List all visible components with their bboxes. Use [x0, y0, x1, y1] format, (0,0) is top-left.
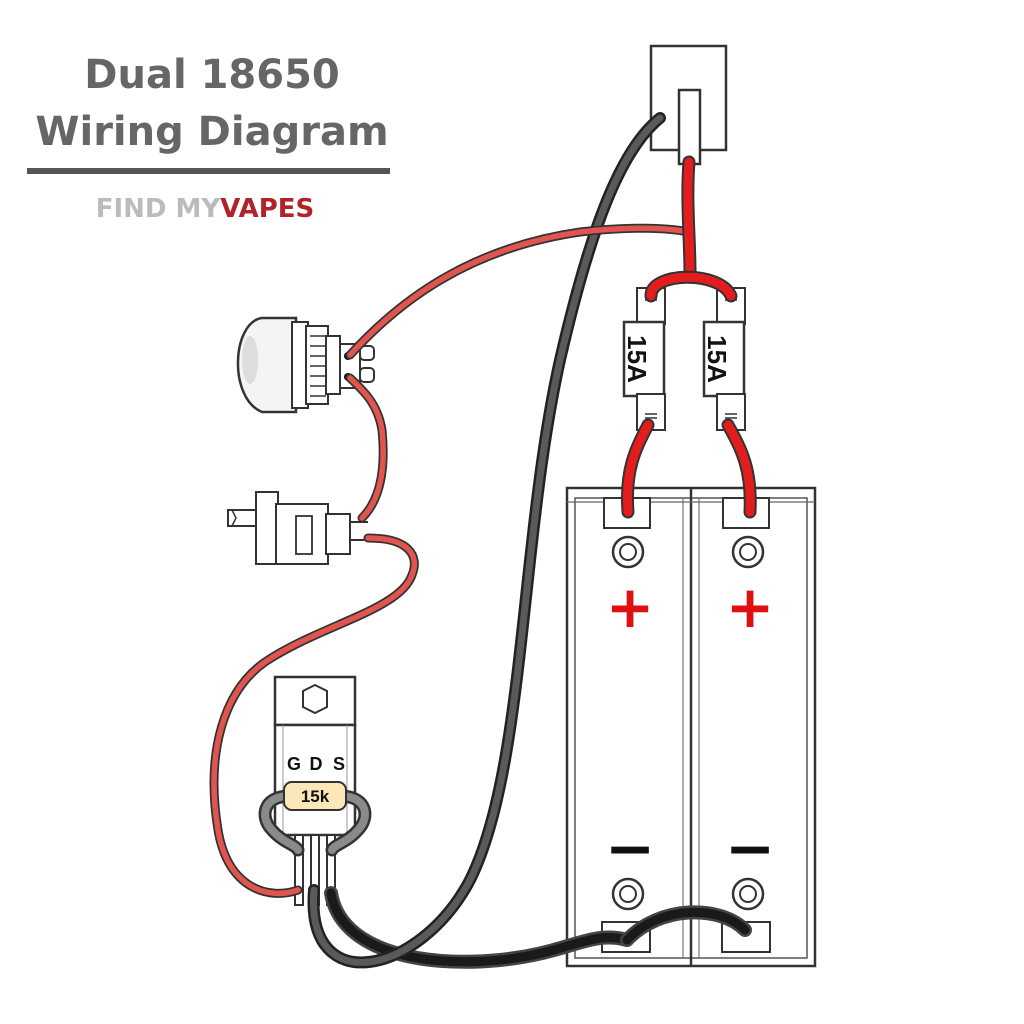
mosfet-icon: [273, 675, 357, 906]
510-connector-icon: [649, 44, 728, 166]
fire-button-icon: [236, 316, 375, 414]
positive-wire-gate-to-switch: [209, 533, 419, 898]
title-divider: [27, 168, 390, 174]
positive-wire-fuse1-to-bay1: [620, 418, 655, 519]
negative-bridge-wire: [620, 905, 752, 947]
resistor-body: [283, 781, 347, 811]
fuse-1-rating: 15A: [622, 335, 652, 383]
bay-2-positive-mark: +: [726, 573, 775, 641]
mosfet-tab-hole: [302, 683, 328, 715]
fuse-2-rating: 15A: [702, 335, 732, 383]
mosfet-pin-gate-label: G: [287, 754, 301, 774]
positive-wire-510-to-fuses: [644, 155, 738, 303]
positive-wire-switch-to-button: [345, 373, 388, 523]
positive-wire-button-to-junction: [345, 223, 693, 360]
resistor-value: 15k: [301, 787, 330, 806]
title-line-2: Wiring Diagram: [35, 109, 388, 155]
title-line-1: Dual 18650: [84, 52, 339, 98]
bay-1-positive-mark: +: [606, 573, 655, 641]
fuse-2-icon: [702, 287, 746, 431]
bay-1-negative-mark: −: [605, 814, 655, 884]
mosfet-pin-source-label: S: [333, 754, 345, 774]
bay-2-negative-mark: −: [725, 814, 775, 884]
brand-logo-part-2: VAPES: [220, 194, 314, 224]
negative-wire-drain-to-510: [307, 112, 666, 969]
slide-switch-icon: [227, 491, 368, 565]
brand-logo-part-1: FIND MY: [96, 194, 222, 224]
positive-wire-fuse2-to-bay2: [721, 418, 757, 519]
negative-wire-source: [324, 886, 634, 969]
battery-sled-icon: [565, 486, 817, 968]
title-block: Dual 18650 Wiring Diagram FIND MYVAPES: [27, 52, 390, 224]
mosfet-pin-drain-label: D: [310, 754, 323, 774]
brand-logo: FIND MYVAPES: [96, 194, 315, 224]
